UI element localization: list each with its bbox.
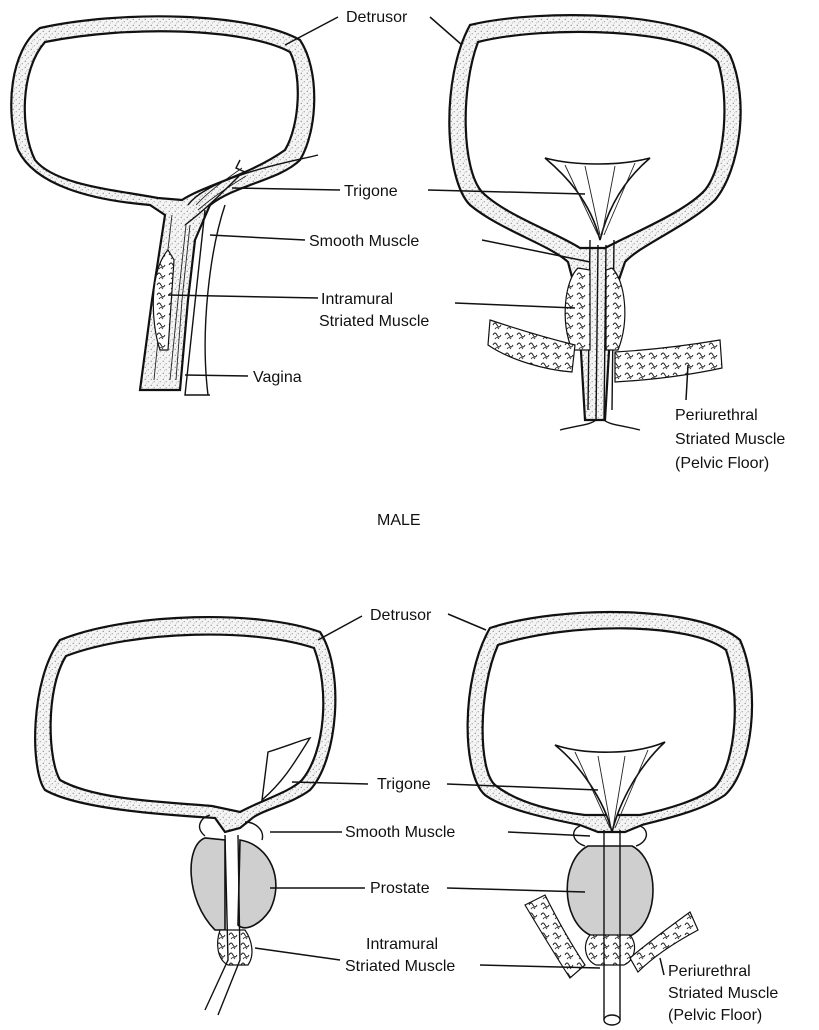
male-periurethral-label-1: Periurethral [668, 963, 751, 980]
female-coronal-bladder [449, 15, 740, 430]
female-sagittal-vagina [185, 155, 318, 395]
male-sagittal-bladder-wall [35, 617, 335, 832]
male-sagittal-prostate-back [238, 840, 276, 928]
male-section-title: MALE [377, 512, 421, 529]
male-trigone-label: Trigone [377, 776, 431, 793]
male-periurethral-label-2: Striated Muscle [668, 985, 778, 1002]
male-detrusor-label: Detrusor [370, 607, 432, 624]
female-coronal-trigone [545, 158, 650, 240]
male-sagittal-intramural-striated [218, 930, 252, 965]
female-coronal-pelvic-floor-left [488, 320, 575, 372]
male-sagittal-prostate-front [191, 838, 225, 930]
female-periurethral-label-1: Periurethral [675, 407, 758, 424]
female-periurethral-label-2: Striated Muscle [675, 431, 785, 448]
male-coronal-intramural-striated [585, 935, 634, 965]
female-intramural-label-2: Striated Muscle [319, 313, 429, 330]
male-sagittal-bladder [35, 617, 335, 1015]
male-intramural-label-1: Intramural [366, 936, 438, 953]
female-coronal-pelvic-floor-right [615, 340, 722, 382]
female-sagittal-trigone-tip [236, 160, 245, 172]
female-trigone-label: Trigone [344, 183, 398, 200]
female-vagina-label: Vagina [253, 369, 302, 386]
male-intramural-label-2: Striated Muscle [345, 958, 455, 975]
female-intramural-label-1: Intramural [321, 291, 393, 308]
male-prostate-label: Prostate [370, 880, 430, 897]
male-smooth-muscle-label: Smooth Muscle [345, 824, 455, 841]
female-detrusor-label: Detrusor [346, 9, 408, 26]
female-periurethral-label-3: (Pelvic Floor) [675, 455, 769, 472]
male-periurethral-label-3: (Pelvic Floor) [668, 1007, 762, 1024]
male-coronal-prostate [567, 846, 653, 940]
female-smooth-muscle-label: Smooth Muscle [309, 233, 419, 250]
female-sagittal-bladder [11, 16, 318, 395]
